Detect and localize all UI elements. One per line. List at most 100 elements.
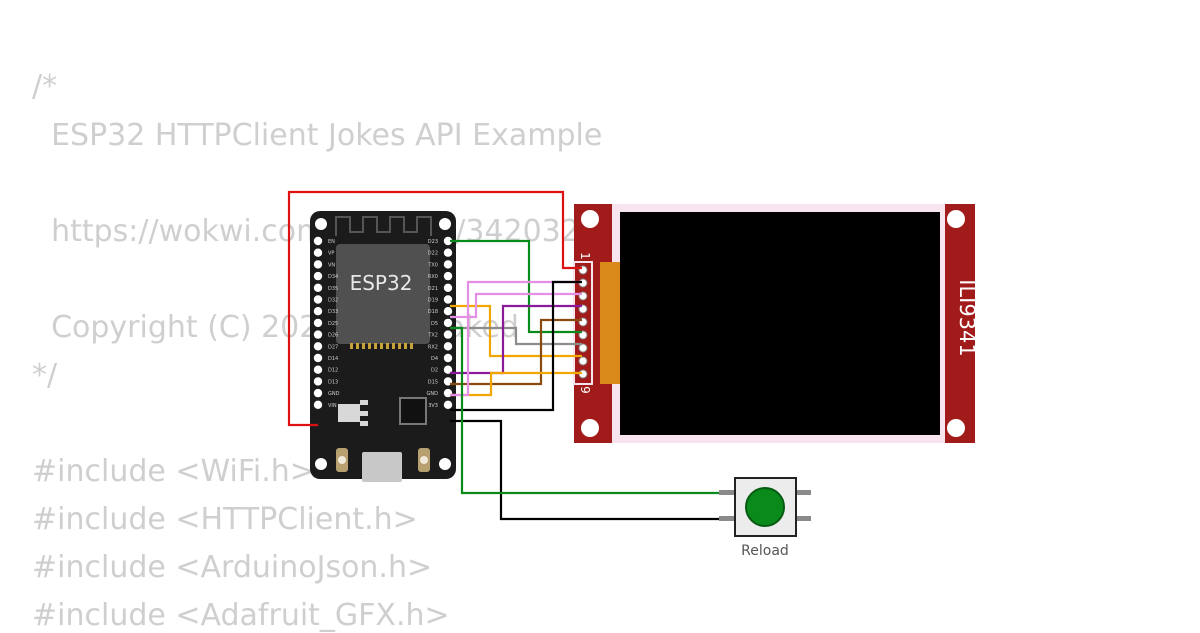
mount-hole bbox=[947, 419, 965, 437]
pin-label: GND bbox=[427, 391, 439, 397]
wire-violet bbox=[450, 280, 582, 397]
button-cap[interactable] bbox=[745, 487, 785, 527]
mount-hole bbox=[315, 458, 327, 470]
display-label: ILI9341 bbox=[955, 279, 979, 357]
code-line: #include <WiFi.h> bbox=[32, 454, 315, 489]
header-pin-gnd[interactable] bbox=[313, 388, 323, 398]
wires bbox=[287, 190, 724, 521]
code-line: */ bbox=[32, 358, 58, 393]
code-line: #include <ArduinoJson.h> bbox=[32, 550, 433, 585]
display-pin-header bbox=[573, 261, 593, 385]
header-pin-d14[interactable] bbox=[313, 353, 323, 363]
left-pin-header: ENVPVND34D35D32D33D25D26D27D14D12D13GNDV… bbox=[313, 236, 340, 409]
antenna-trace bbox=[335, 216, 432, 236]
button-label: Reload bbox=[741, 543, 789, 559]
mount-hole bbox=[581, 419, 599, 437]
wire-gnd-display bbox=[450, 280, 582, 412]
header-pin-d18[interactable] bbox=[443, 307, 453, 316]
usb-chip bbox=[399, 397, 427, 425]
esp32-board[interactable]: ESP32 ENVPVND34D35D32D33D25D26D27D14D12D… bbox=[310, 211, 456, 482]
display-screen bbox=[620, 212, 940, 435]
display-pin[interactable] bbox=[578, 356, 588, 366]
wire-d18-sck bbox=[450, 292, 582, 319]
pin-label: D21 bbox=[428, 286, 438, 292]
mount-hole bbox=[315, 218, 327, 230]
header-pin-vp[interactable] bbox=[313, 248, 323, 257]
pin-last-label: 9 bbox=[578, 386, 592, 394]
reload-pushbutton[interactable]: Reload bbox=[719, 477, 811, 559]
esp32-module bbox=[336, 244, 430, 344]
code-line: ESP32 HTTPClient Jokes API Example bbox=[32, 118, 603, 153]
header-pin-rx2[interactable] bbox=[443, 342, 453, 351]
mount-hole bbox=[439, 458, 451, 470]
header-pin-d34[interactable] bbox=[313, 271, 323, 281]
pin-label: D25 bbox=[328, 321, 338, 327]
pin-label: D19 bbox=[428, 298, 438, 304]
wire-d2-dc bbox=[450, 318, 582, 386]
mount-hole bbox=[947, 210, 965, 228]
pin-label: D4 bbox=[431, 356, 438, 362]
header-pin-d22[interactable] bbox=[443, 248, 453, 257]
header-pin-d19[interactable] bbox=[443, 295, 453, 304]
header-pin-tx0[interactable] bbox=[443, 260, 453, 269]
pin-label: D27 bbox=[328, 344, 338, 350]
wire-d5-cs bbox=[450, 326, 582, 346]
esp32-label: ESP32 bbox=[350, 271, 413, 295]
display-flex bbox=[600, 262, 620, 384]
wire-d15-button bbox=[450, 326, 724, 495]
header-pin-d21[interactable] bbox=[443, 283, 453, 292]
header-pin-d23[interactable] bbox=[443, 236, 453, 246]
pin-label: VN bbox=[328, 262, 335, 268]
ili9341-display[interactable]: 1 9 ILI9341 bbox=[573, 204, 979, 443]
header-pin-vn[interactable] bbox=[313, 260, 323, 269]
module-pads bbox=[350, 343, 413, 349]
pin-label: D22 bbox=[428, 251, 438, 257]
code-line: /* bbox=[32, 69, 58, 104]
wire-d23-mosi bbox=[450, 239, 582, 334]
header-pin-3v3[interactable] bbox=[443, 400, 453, 409]
header-pin-d13[interactable] bbox=[313, 377, 323, 386]
pin-label: RX2 bbox=[428, 344, 438, 350]
header-pin-en[interactable] bbox=[313, 236, 323, 246]
header-pin-d12[interactable] bbox=[313, 365, 323, 374]
pin-label: RX0 bbox=[428, 274, 438, 280]
right-pin-header: D23D22TX0RX0D21D19D18D5TX2RX2D4D2D15GND3… bbox=[427, 236, 453, 409]
mount-hole bbox=[439, 218, 451, 230]
pin-label: D34 bbox=[328, 274, 338, 280]
header-pin-d35[interactable] bbox=[313, 283, 323, 292]
code-line: #include <Adafruit_GFX.h> bbox=[32, 598, 450, 633]
header-pin-d2[interactable] bbox=[443, 365, 453, 374]
pin-label: D32 bbox=[328, 298, 338, 304]
pin-label: D33 bbox=[328, 309, 338, 315]
pin-label: D35 bbox=[328, 286, 338, 292]
header-pin-tx2[interactable] bbox=[443, 330, 453, 339]
pin-label: D15 bbox=[428, 379, 438, 385]
usb-port bbox=[362, 452, 402, 482]
pin-label: EN bbox=[328, 239, 335, 245]
pin-label: D14 bbox=[328, 356, 338, 362]
voltage-regulator bbox=[338, 404, 360, 422]
pin-label: D5 bbox=[431, 321, 438, 327]
wire-vin-vcc bbox=[287, 190, 582, 427]
wire-d19-miso bbox=[450, 304, 582, 358]
header-pin-rx0[interactable] bbox=[443, 271, 453, 281]
header-pin-d32[interactable] bbox=[313, 295, 323, 304]
code-line: #include <HTTPClient.h> bbox=[32, 502, 418, 537]
wire-gnd-button bbox=[450, 419, 724, 521]
header-pin-vin[interactable] bbox=[313, 400, 323, 409]
pin-label: 3V3 bbox=[428, 403, 438, 409]
header-pin-d25[interactable] bbox=[313, 318, 323, 328]
header-pin-d33[interactable] bbox=[313, 307, 323, 316]
pin-label: D2 bbox=[431, 368, 438, 374]
header-pin-d27[interactable] bbox=[313, 342, 323, 351]
pin-label: D26 bbox=[328, 333, 338, 339]
pin-label: D18 bbox=[428, 309, 438, 315]
header-pin-d5[interactable] bbox=[443, 318, 453, 328]
pin-label: VP bbox=[328, 251, 334, 257]
header-pin-d26[interactable] bbox=[313, 330, 323, 339]
pin-label: VIN bbox=[328, 403, 337, 409]
wire-orange-led bbox=[450, 371, 582, 397]
header-pin-d4[interactable] bbox=[443, 353, 453, 363]
display-pin[interactable] bbox=[578, 343, 588, 353]
